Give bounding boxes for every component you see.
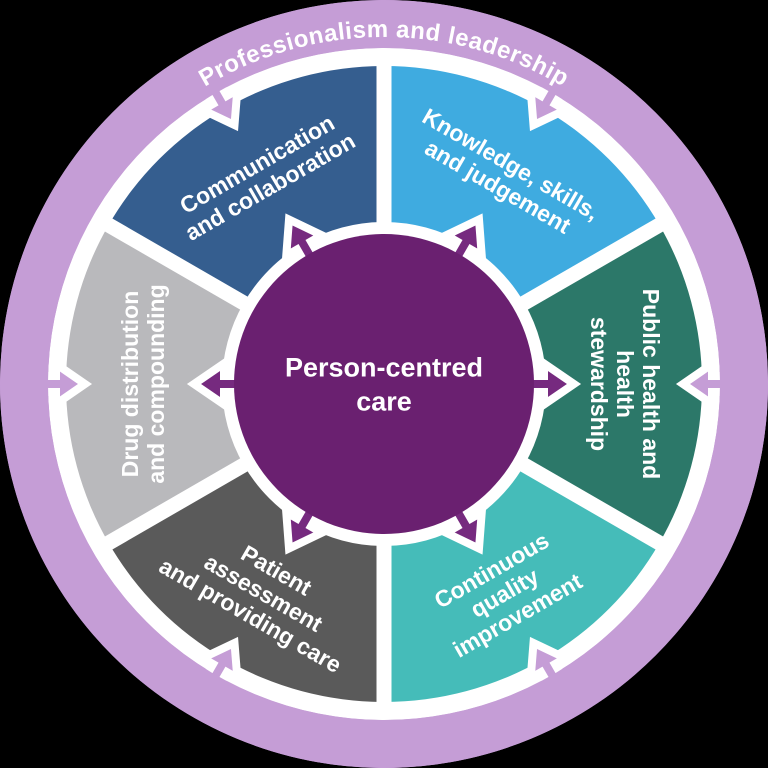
segment-knowledge-skills-and-judgement	[384, 66, 660, 303]
segment-patient-assessment-and-providing-care	[108, 465, 385, 702]
segment-label-line: stewardship	[586, 317, 612, 451]
center-label-line: care	[356, 386, 412, 416]
segment-communication-and-collaboration	[108, 66, 385, 303]
segment-label-drug-distribution-and-compounding: Drug distributionand compounding	[117, 284, 169, 483]
segment-continuous-quality-improvement	[384, 465, 660, 702]
center-label-line: Person-centred	[285, 352, 483, 382]
center-label: Person-centred care	[285, 352, 483, 416]
segment-label-line: Public health and	[638, 289, 664, 479]
segment-divider	[94, 451, 260, 556]
segment-drug-distribution-and-compounding	[66, 225, 244, 543]
segment-label-line: Drug distribution	[117, 291, 143, 478]
segment-divider	[94, 212, 260, 317]
segment-public-health-and-health-stewardship	[524, 225, 702, 543]
segment-divider	[508, 212, 674, 317]
segment-label-line: and compounding	[143, 284, 169, 483]
segment-label-public-health-and-health-stewardship: Public health andhealthstewardship	[586, 289, 664, 479]
segment-label-line: health	[612, 350, 638, 418]
center-circle	[234, 234, 534, 534]
segment-divider	[508, 451, 674, 556]
